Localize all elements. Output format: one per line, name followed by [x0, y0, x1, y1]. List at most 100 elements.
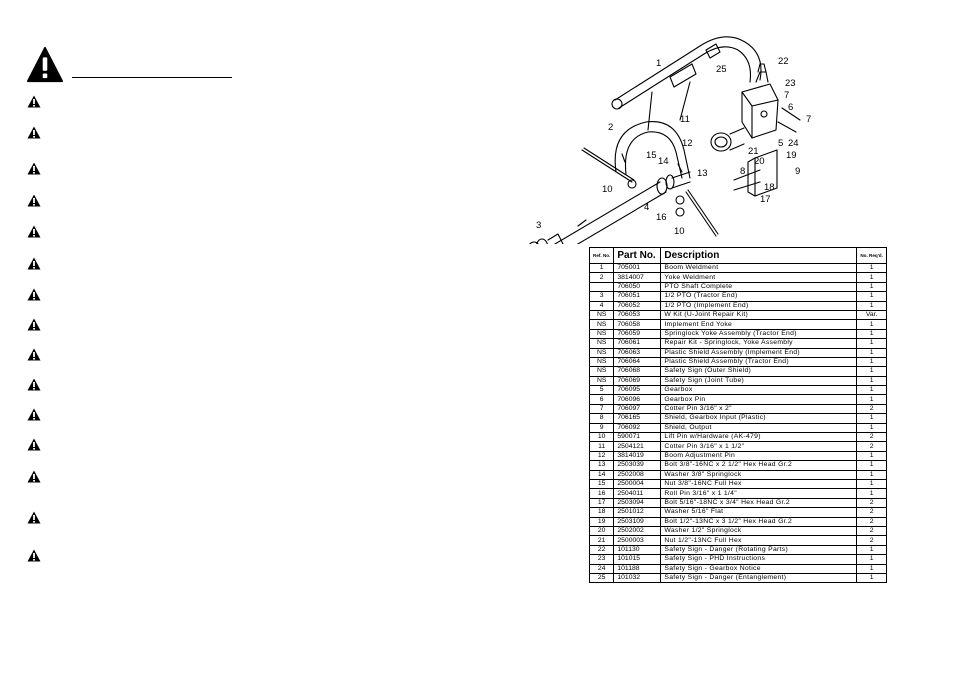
- cell-qty-required: 1: [856, 394, 887, 405]
- cell-ref-no: 3: [588, 291, 615, 302]
- header-ref-no: Ref. No.: [588, 247, 615, 264]
- cell-description: Nut 3/8"-16NC Full Hex: [660, 478, 858, 490]
- cell-ref-no: 1: [588, 262, 615, 274]
- cell-description: Nut 1/2"-13NC Full Hex: [660, 535, 858, 546]
- cell-part-no: 706051: [613, 291, 662, 302]
- cell-description: Bolt 5/16"-18NC x 3/4" Hex Head Gr.2: [660, 497, 858, 509]
- cell-ref-no: 25: [588, 572, 615, 584]
- cell-qty-required: 1: [856, 469, 887, 481]
- cell-description: Bolt 1/2"-13NC x 3 1/2" Hex Head Gr.2: [660, 516, 858, 527]
- cell-qty-required: 1: [856, 572, 887, 584]
- cell-part-no: 706068: [613, 366, 662, 377]
- cell-description: Cotter Pin 3/16" x 1 1/2": [660, 441, 858, 452]
- cell-description: Boom Adjustment Pin: [660, 450, 858, 462]
- cell-ref-no: 4: [588, 300, 615, 311]
- cell-qty-required: 1: [856, 544, 887, 556]
- callout-label: 11: [680, 114, 690, 125]
- cell-ref-no: 20: [588, 525, 615, 537]
- cell-description: W Kit (U-Joint Repair Kit): [660, 309, 858, 321]
- cell-ref-no: 15: [588, 478, 615, 490]
- cell-qty-required: 1: [856, 281, 887, 293]
- cell-qty-required: 1: [856, 338, 887, 349]
- callout-label: 8: [740, 166, 745, 177]
- cell-part-no: 2502008: [613, 469, 662, 481]
- cell-part-no: 2500004: [613, 478, 662, 490]
- cell-part-no: 2503039: [613, 460, 662, 471]
- cell-qty-required: 1: [856, 262, 887, 274]
- cell-description: Safety Sign - PHD Instructions: [660, 554, 858, 565]
- callout-label: 17: [760, 194, 771, 205]
- warning-triangle-icon: [27, 225, 41, 238]
- cell-part-no: 3814007: [613, 272, 662, 283]
- cell-qty-required: 1: [856, 272, 887, 283]
- cell-part-no: 706069: [613, 375, 662, 387]
- callout-label: 24: [788, 138, 799, 149]
- cell-part-no: 706165: [613, 413, 662, 424]
- cell-part-no: 706052: [613, 300, 662, 311]
- cell-qty-required: 2: [856, 403, 887, 415]
- cell-part-no: 706063: [613, 347, 662, 358]
- warning-triangle-icon: [27, 549, 41, 562]
- warning-triangle-icon: [27, 194, 41, 207]
- cell-description: Repair Kit - Springlock, Yoke Assembly: [660, 338, 858, 349]
- cell-description: 1/2 PTO (Tractor End): [660, 291, 858, 302]
- cell-ref-no: [588, 281, 615, 293]
- cell-part-no: 2503094: [613, 497, 662, 509]
- cell-qty-required: 1: [856, 356, 887, 368]
- callout-label: 10: [602, 184, 613, 195]
- cell-ref-no: 17: [588, 497, 615, 509]
- cell-description: Shield, Output: [660, 422, 858, 434]
- cell-qty-required: 1: [856, 478, 887, 490]
- callout-label: 10: [674, 226, 685, 237]
- warning-triangle-icon: [27, 95, 41, 108]
- callout-label: 12: [682, 138, 693, 149]
- cell-ref-no: NS: [588, 338, 615, 349]
- cell-qty-required: 2: [856, 507, 887, 518]
- cell-part-no: 706095: [613, 385, 662, 396]
- cell-description: Safety Sign (Joint Tube): [660, 375, 858, 387]
- warning-triangle-icon: [27, 378, 41, 391]
- cell-description: Plastic Shield Assembly (Tractor End): [660, 356, 858, 368]
- cell-qty-required: 2: [856, 497, 887, 509]
- cell-part-no: 590071: [613, 432, 662, 443]
- cell-qty-required: 2: [856, 441, 887, 452]
- cell-ref-no: NS: [588, 328, 615, 340]
- cell-description: Washer 1/2" Springlock: [660, 525, 858, 537]
- cell-ref-no: 12: [588, 450, 615, 462]
- callout-label: 3: [536, 220, 541, 231]
- warning-triangle-icon: [27, 470, 41, 483]
- header-description: Description: [660, 247, 858, 264]
- cell-part-no: 706050: [613, 281, 662, 293]
- cell-description: Plastic Shield Assembly (Implement End): [660, 347, 858, 358]
- warning-triangle-icon: [27, 126, 41, 139]
- warning-triangle-icon: [27, 318, 41, 331]
- cell-description: Roll Pin 3/16" x 1 1/4": [660, 488, 858, 499]
- cell-description: Shield, Gearbox Input (Plastic): [660, 413, 858, 424]
- cell-qty-required: 1: [856, 413, 887, 424]
- warning-triangle-icon: [27, 408, 41, 421]
- cell-qty-required: 2: [856, 535, 887, 546]
- cell-ref-no: NS: [588, 347, 615, 358]
- cell-part-no: 101032: [613, 572, 662, 584]
- cell-qty-required: 1: [856, 488, 887, 499]
- cell-ref-no: 13: [588, 460, 615, 471]
- cell-qty-required: 1: [856, 422, 887, 434]
- cell-qty-required: 2: [856, 516, 887, 527]
- table-header-row: Ref. No. Part No. Description No. Req'd.: [588, 247, 887, 264]
- warning-triangle-icon: [27, 511, 41, 524]
- cell-description: Washer 3/8" Springlock: [660, 469, 858, 481]
- cell-ref-no: 7: [588, 403, 615, 415]
- cell-qty-required: 1: [856, 300, 887, 311]
